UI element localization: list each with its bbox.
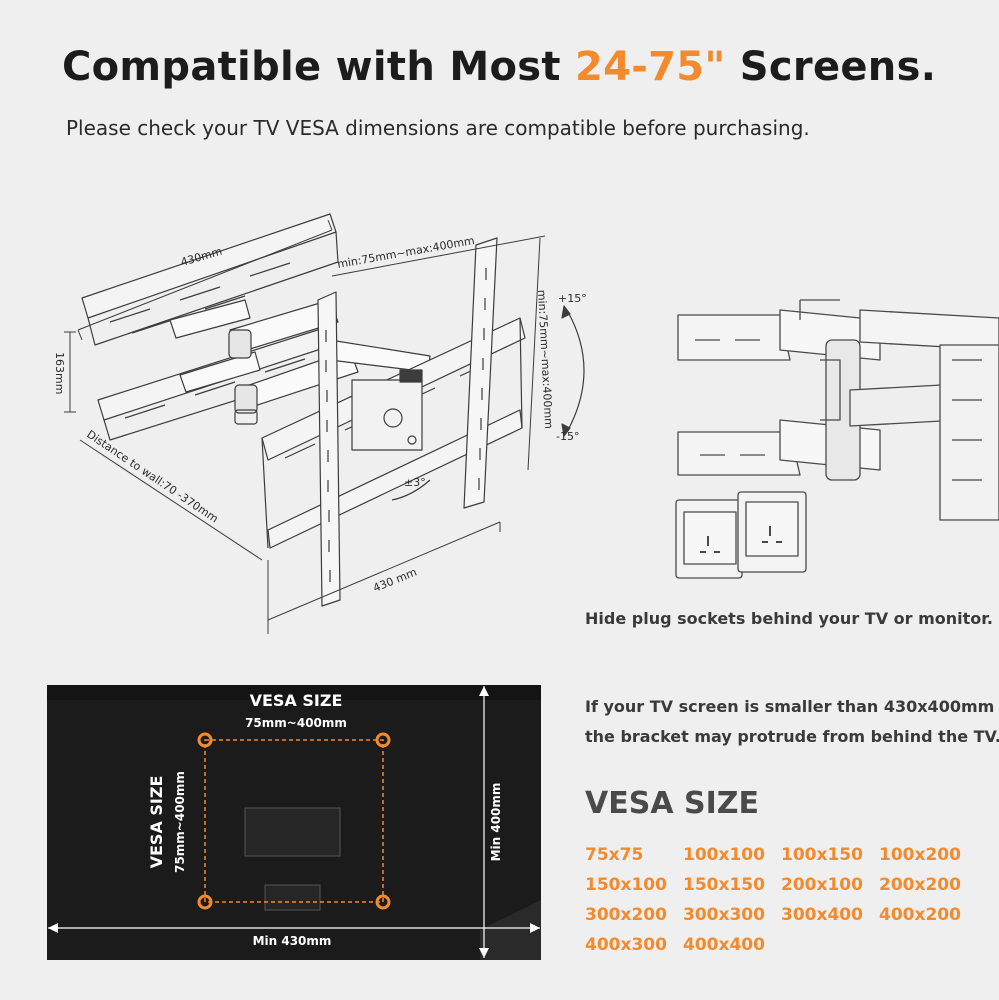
vesa-size-item: 75x75 <box>585 845 644 865</box>
vesa-size-item: 300x200 <box>585 905 667 925</box>
dim-height: 163mm <box>53 352 66 394</box>
hide-sockets-note: Hide plug sockets behind your TV or moni… <box>585 609 993 628</box>
vesa-size-item: 100x100 <box>683 845 765 865</box>
page-title: Compatible with Most 24-75" Screens. <box>62 44 936 90</box>
vesa-title-horizontal: VESA SIZE <box>250 691 343 710</box>
title-prefix: Compatible with Most <box>62 44 575 90</box>
tilt-down-label: -15° <box>556 430 579 443</box>
vesa-size-item: 300x300 <box>683 905 765 925</box>
min-width-label: Min 430mm <box>253 934 332 948</box>
vesa-size-item: 400x200 <box>879 905 961 925</box>
vesa-size-item: 100x150 <box>781 845 863 865</box>
vesa-size-item: 100x200 <box>879 845 961 865</box>
page-subtitle: Please check your TV VESA dimensions are… <box>66 116 810 140</box>
title-suffix: Screens. <box>725 44 937 90</box>
vesa-size-list: 75x75 100x100 100x150 100x200 150x100 15… <box>585 844 977 957</box>
vesa-size-item: 150x100 <box>585 875 667 895</box>
vesa-size-item: 400x300 <box>585 935 667 955</box>
smaller-tv-note-line1: If your TV screen is smaller than 430x40… <box>585 697 995 716</box>
level-adjust-label: ±3° <box>404 476 426 489</box>
vesa-range-vertical: 75mm~400mm <box>173 771 187 873</box>
vesa-size-item: 400x400 <box>683 935 765 955</box>
vesa-title-vertical: VESA SIZE <box>147 776 166 869</box>
smaller-tv-note-line2: the bracket may protrude from behind the… <box>585 727 999 746</box>
vesa-size-heading: VESA SIZE <box>585 786 759 821</box>
vesa-range-horizontal: 75mm~400mm <box>245 716 347 730</box>
vesa-size-item: 150x150 <box>683 875 765 895</box>
vesa-size-item: 200x100 <box>781 875 863 895</box>
tilt-up-label: +15° <box>558 292 587 305</box>
vesa-size-item: 200x200 <box>879 875 961 895</box>
vesa-size-item: 300x400 <box>781 905 863 925</box>
title-accent: 24-75" <box>575 44 726 90</box>
min-height-label: Min 400mm <box>489 783 503 862</box>
